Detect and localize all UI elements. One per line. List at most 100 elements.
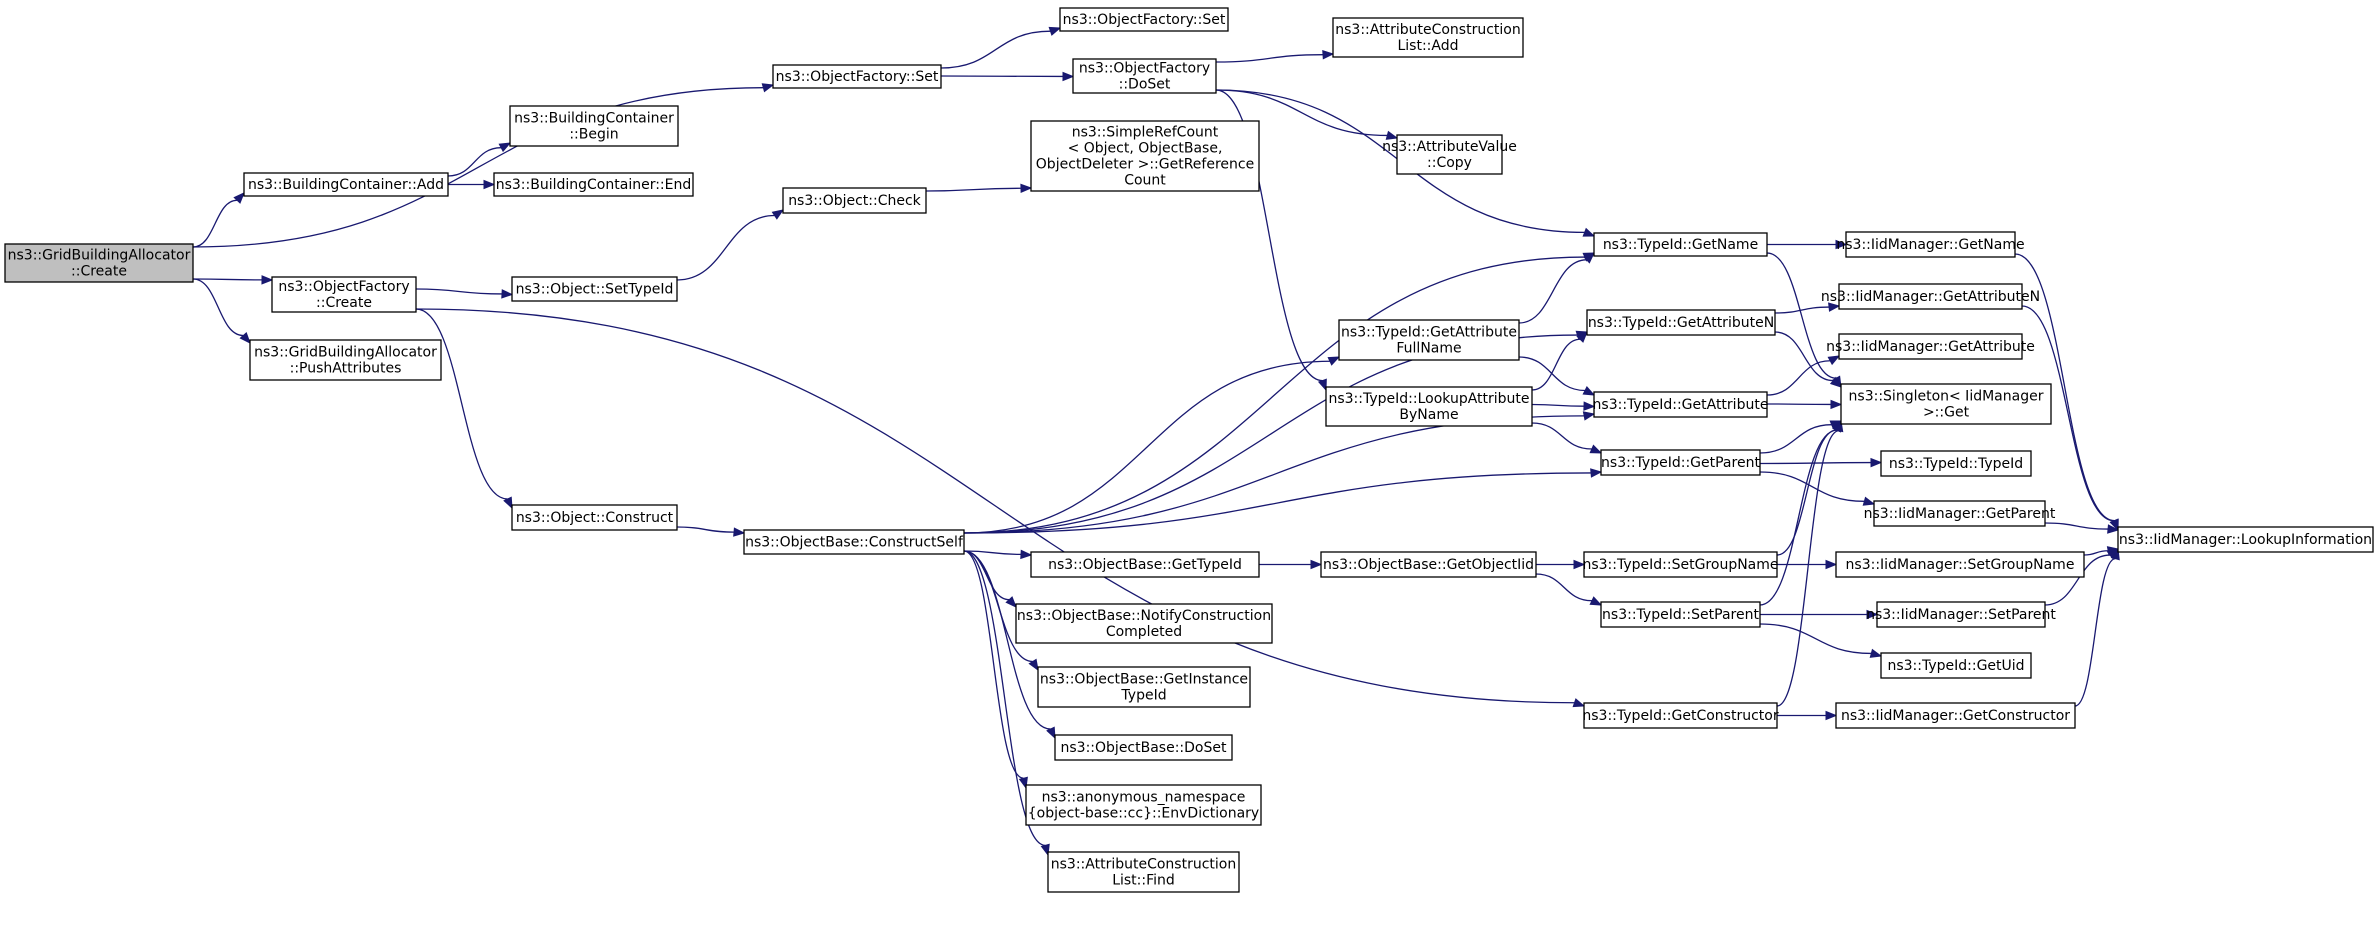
node-of-set[interactable]: ns3::ObjectFactory::Set <box>772 64 942 89</box>
node-of-set2[interactable]: ns3::ObjectFactory::Set <box>1059 7 1229 32</box>
edge-arrowhead <box>1572 698 1586 708</box>
edge-arrowhead <box>1582 411 1596 421</box>
node-iid-getattrn[interactable]: ns3::IidManager::GetAttributeN <box>1821 283 2040 310</box>
node-label: {object-base::cc}::EnvDictionary <box>1028 805 1259 821</box>
node-label: List::Find <box>1112 872 1175 888</box>
edge-gba-create-to-gba-push <box>192 278 244 337</box>
node-box <box>1835 702 2076 729</box>
node-box <box>1338 319 1520 361</box>
node-obj-check[interactable]: ns3::Object::Check <box>782 187 927 214</box>
node-bc-begin[interactable]: ns3::BuildingContainer::Begin <box>509 105 679 147</box>
edge-tid-setparent-to-singleton-get <box>1759 429 1838 606</box>
node-label: ns3::ObjectBase::ConstructSelf <box>745 534 964 550</box>
node-ob-gettypeid[interactable]: ns3::ObjectBase::GetTypeId <box>1030 551 1260 578</box>
node-ob-doset[interactable]: ns3::ObjectBase::DoSet <box>1054 734 1233 761</box>
node-label: ns3::ObjectFactory::Set <box>1063 12 1226 28</box>
node-label: ns3::ObjectBase::GetObjectIid <box>1323 557 1534 573</box>
edge-tid-getparent-to-iid-getparent <box>1759 471 1865 502</box>
node-label: ::DoSet <box>1119 76 1171 92</box>
edge-arrowhead <box>1322 49 1335 60</box>
node-tid-setgroup[interactable]: ns3::TypeId::SetGroupName <box>1582 551 1779 578</box>
node-label: ObjectDeleter >::GetReference <box>1036 156 1254 172</box>
edge-tid-getname-to-singleton-get <box>1766 252 1837 379</box>
node-iid-getctor[interactable]: ns3::IidManager::GetConstructor <box>1835 702 2076 729</box>
node-label: ns3::Object::Check <box>788 193 921 209</box>
node-ob-getobjectiid[interactable]: ns3::ObjectBase::GetObjectIid <box>1320 551 1537 578</box>
node-singleton-get[interactable]: ns3::Singleton< IidManager>::Get <box>1840 383 2052 425</box>
node-iid-lookupinfo[interactable]: ns3::IidManager::LookupInformation <box>2117 526 2374 553</box>
node-tid-getattrn[interactable]: ns3::TypeId::GetAttributeN <box>1586 309 1776 336</box>
node-box <box>249 339 442 381</box>
node-tid-getattr[interactable]: ns3::TypeId::GetAttribute <box>1593 391 1769 418</box>
node-tid-setparent[interactable]: ns3::TypeId::SetParent <box>1600 601 1761 628</box>
node-anon-env[interactable]: ns3::anonymous_namespace{object-base::cc… <box>1025 784 1262 826</box>
edge-of-doset-to-av-copy <box>1215 89 1388 137</box>
edge-arrowhead <box>1048 26 1062 36</box>
edge-arrowhead <box>1310 559 1323 570</box>
edge-ob-constructself-to-tid-getattrn <box>963 334 1578 534</box>
edge-of-doset-to-acl-add <box>1215 54 1324 63</box>
node-iid-setparent[interactable]: ns3::IidManager::SetParent <box>1866 601 2056 628</box>
edge-obj-construct-to-ob-constructself <box>676 526 735 533</box>
edge-tid-getparent-to-singleton-get <box>1759 424 1832 454</box>
node-gba-create[interactable]: ns3::GridBuildingAllocator::Create <box>4 243 194 283</box>
node-label: ns3::ObjectFactory <box>278 279 409 295</box>
edge-tid-lookupattr-to-tid-getattr <box>1531 403 1585 407</box>
node-label: ns3::TypeId::GetConstructor <box>1582 708 1778 724</box>
node-iid-getname[interactable]: ns3::IidManager::GetName <box>1836 231 2025 258</box>
edge-arrowhead <box>1583 401 1596 411</box>
edge-arrowhead <box>1582 227 1596 237</box>
node-label: ns3::SimpleRefCount <box>1072 124 1219 140</box>
node-bc-add[interactable]: ns3::BuildingContainer::Add <box>243 172 449 197</box>
node-gba-push[interactable]: ns3::GridBuildingAllocator::PushAttribut… <box>249 339 442 381</box>
node-av-copy[interactable]: ns3::AttributeValue::Copy <box>1382 134 1517 175</box>
node-label: ns3::IidManager::GetAttributeN <box>1821 289 2040 305</box>
edge-arrowhead <box>1005 596 1017 608</box>
edge-arrowhead <box>1835 239 1848 250</box>
edge-tid-setparent-to-tid-getuid <box>1759 623 1872 655</box>
node-ob-constructself[interactable]: ns3::ObjectBase::ConstructSelf <box>743 529 965 555</box>
node-iid-getparent[interactable]: ns3::IidManager::GetParent <box>1864 500 2056 527</box>
node-srefcount[interactable]: ns3::SimpleRefCount< Object, ObjectBase,… <box>1030 120 1260 192</box>
node-label: ns3::Object::SetTypeId <box>516 281 674 297</box>
node-box <box>1880 652 2032 679</box>
node-label: ns3::ObjectBase::NotifyConstruction <box>1017 608 1271 624</box>
node-box <box>511 276 678 302</box>
node-bc-end[interactable]: ns3::BuildingContainer::End <box>493 172 694 197</box>
edge-ob-constructself-to-tid-getparent <box>963 472 1592 534</box>
node-label: ns3::GridBuildingAllocator <box>254 344 437 360</box>
edge-of-doset-to-tid-lookupattr <box>1215 89 1323 382</box>
node-iid-getattr[interactable]: ns3::IidManager::GetAttribute <box>1826 333 2035 360</box>
node-obj-construct[interactable]: ns3::Object::Construct <box>511 504 678 531</box>
node-label: FullName <box>1396 340 1461 356</box>
node-label: TypeId <box>1120 687 1166 703</box>
edge-arrowhead <box>1327 356 1341 366</box>
node-label: ns3::IidManager::SetParent <box>1866 607 2056 623</box>
call-graph-nodes: ns3::GridBuildingAllocator::Create ns3::B… <box>4 7 2374 893</box>
node-label: ns3::AttributeConstruction <box>1335 22 1520 38</box>
node-tid-getname[interactable]: ns3::TypeId::GetName <box>1593 232 1768 257</box>
node-tid-getuid[interactable]: ns3::TypeId::GetUid <box>1880 652 2032 679</box>
node-label: ns3::TypeId::GetParent <box>1601 455 1760 471</box>
node-ob-notify[interactable]: ns3::ObjectBase::NotifyConstructionCompl… <box>1015 603 1273 644</box>
node-box <box>511 504 678 531</box>
node-box <box>1325 386 1533 427</box>
node-obj-settypeid[interactable]: ns3::Object::SetTypeId <box>511 276 678 302</box>
node-of-create[interactable]: ns3::ObjectFactory::Create <box>271 276 417 313</box>
node-tid-typeid[interactable]: ns3::TypeId::TypeId <box>1880 450 2032 477</box>
edge-ob-constructself-to-ob-gettypeid <box>963 550 1022 556</box>
node-of-doset[interactable]: ns3::ObjectFactory::DoSet <box>1072 58 1217 94</box>
node-iid-setgroup[interactable]: ns3::IidManager::SetGroupName <box>1835 551 2085 578</box>
edge-arrowhead <box>1028 658 1039 672</box>
node-tid-getparent[interactable]: ns3::TypeId::GetParent <box>1600 449 1761 476</box>
node-label: ns3::Object::Construct <box>516 510 674 526</box>
edge-arrowhead <box>1583 252 1595 264</box>
edge-iid-setparent-to-iid-lookupinfo <box>2044 554 2111 606</box>
node-tid-getctor[interactable]: ns3::TypeId::GetConstructor <box>1582 702 1779 729</box>
